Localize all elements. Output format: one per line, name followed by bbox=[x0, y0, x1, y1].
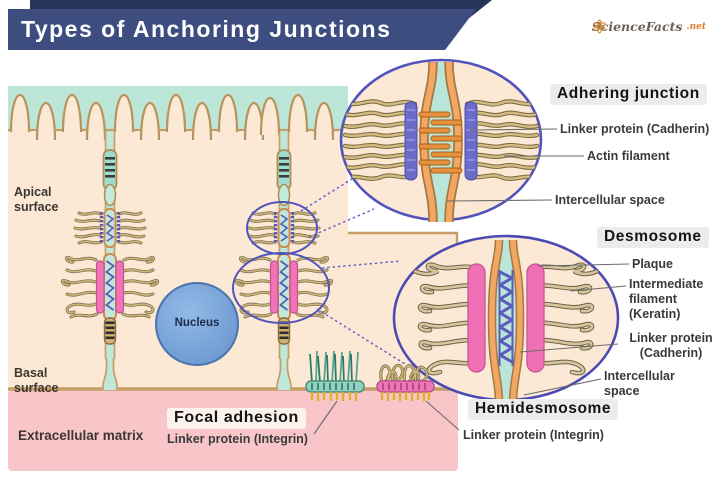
integrin-pins bbox=[310, 392, 358, 401]
label-leader-lines bbox=[313, 128, 630, 435]
tight-junction bbox=[276, 149, 292, 207]
adherens-junction-mini bbox=[249, 209, 319, 247]
cadherin-rods bbox=[418, 111, 463, 174]
desmosome-label-intercellular: Intercellular space bbox=[604, 369, 675, 398]
basal-surface-label: Basal surface bbox=[14, 366, 59, 395]
adhering-label-cadherin: Linker protein (Cadherin) bbox=[560, 122, 710, 136]
integrin-pins bbox=[380, 392, 431, 401]
sciencefacts-logo: ScienceFacts.net bbox=[592, 19, 706, 34]
right-junction-column bbox=[236, 131, 331, 391]
microvilli bbox=[8, 93, 348, 142]
adhering-label-actin: Actin filament bbox=[587, 149, 670, 163]
extracellular-matrix-region bbox=[8, 390, 458, 471]
adherens-junction-mini bbox=[75, 209, 145, 247]
desmosome-label-plaque: Plaque bbox=[632, 257, 673, 271]
desmosome-label-cadherin: Linker protein (Cadherin) bbox=[629, 331, 713, 360]
hemidesmosome-title: Hemidesmosome bbox=[468, 399, 619, 420]
desmosome-plaques bbox=[467, 263, 545, 373]
atom-flower-icon bbox=[592, 19, 606, 34]
cadherin-ladder bbox=[498, 270, 514, 366]
hemidesmosome-structure bbox=[376, 363, 435, 401]
adhering-junction-title: Adhering junction bbox=[550, 84, 707, 105]
cell-membranes bbox=[419, 61, 463, 223]
focal-adhesion-structure bbox=[305, 350, 365, 401]
nucleus bbox=[155, 282, 239, 366]
adhering-junction-magnified bbox=[339, 58, 543, 223]
gap-junction bbox=[103, 317, 117, 345]
focal-adhesion-title: Focal adhesion bbox=[167, 408, 306, 429]
extracellular-matrix-label: Extracellular matrix bbox=[18, 428, 144, 443]
plaque-bars bbox=[404, 101, 478, 181]
focal-adhesion-label-integrin: Linker protein (Integrin) bbox=[167, 432, 308, 446]
nucleus-label: Nucleus bbox=[174, 317, 220, 329]
left-junction-column bbox=[62, 131, 157, 391]
desmosome-magnified bbox=[392, 234, 620, 405]
desmosome-title: Desmosome bbox=[597, 227, 709, 248]
zoom-circle-desmosome bbox=[232, 252, 330, 324]
zoom-connector-lines bbox=[300, 176, 414, 370]
tight-junction bbox=[102, 149, 118, 207]
desmosome-label-intermediate-filament: Intermediate filament (Keratin) bbox=[629, 277, 704, 321]
logo-brand: ScienceFacts bbox=[591, 19, 683, 34]
page-title: Types of Anchoring Junctions bbox=[21, 16, 392, 42]
apical-surface-label: Apical surface bbox=[14, 185, 59, 214]
title-banner: Types of Anchoring Junctions bbox=[8, 9, 476, 50]
adhering-label-intercellular: Intercellular space bbox=[555, 193, 665, 207]
logo-tld: .net bbox=[686, 21, 706, 32]
hemidesmosome-label-integrin: Linker protein (Integrin) bbox=[463, 428, 604, 442]
